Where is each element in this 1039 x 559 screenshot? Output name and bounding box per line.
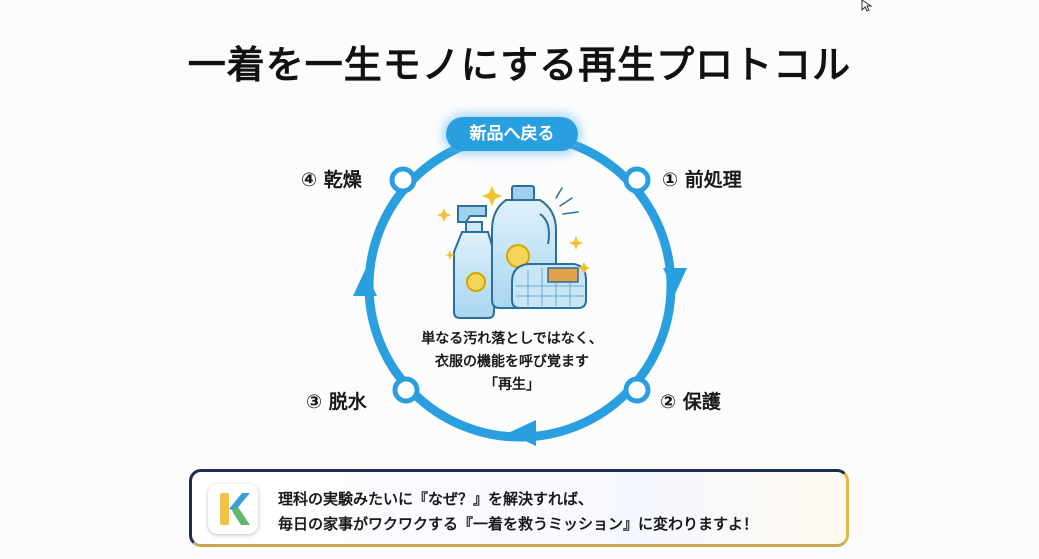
step-2-protection: ② 保護 (660, 391, 721, 413)
arrow-left-icon (353, 270, 377, 296)
banner-line-1: 理科の実験みたいに『なぜ？』を解決すれば、 (278, 490, 594, 508)
step-1-pretreatment: ① 前処理 (662, 169, 742, 191)
folded-towel-icon (511, 263, 587, 309)
node-step-4 (389, 166, 417, 194)
top-label-new: 新品へ戻る (446, 117, 578, 151)
center-description: 単なる汚れ落としではなく、 衣服の機能を呼び覚ます 「再生」 (370, 328, 654, 397)
k-logo-icon (208, 484, 258, 534)
banner-line-2: 毎日の家事がワクワクする『一着を救うミッション』に変わりますよ！ (278, 515, 759, 533)
sparkle-icon (437, 186, 590, 274)
node-step-2 (623, 376, 651, 404)
banner-message: 理科の実験みたいに『なぜ？』を解決すれば、 毎日の家事がワクワクする『一着を救う… (278, 487, 758, 537)
step-3-dehydration: ③ 脱水 (306, 391, 367, 413)
center-line-1: 単なる汚れ落としではなく、 (421, 331, 603, 347)
shine-lines (555, 187, 579, 215)
center-line-2: 衣服の機能を呼び覚ます (435, 354, 589, 370)
spray-bottle-icon (453, 205, 495, 319)
arrow-right-icon (663, 268, 687, 294)
mouse-cursor-icon (861, 0, 873, 12)
center-line-3: 「再生」 (484, 377, 540, 393)
message-banner: 理科の実験みたいに『なぜ？』を解決すれば、 毎日の家事がワクワクする『一着を救う… (189, 469, 849, 547)
step-4-drying: ④ 乾燥 (301, 169, 362, 191)
node-step-1 (623, 166, 651, 194)
node-step-3 (392, 376, 420, 404)
page-title: 一着を一生モノにする再生プロトコル (187, 43, 852, 87)
arrow-bottom-icon (508, 420, 536, 446)
